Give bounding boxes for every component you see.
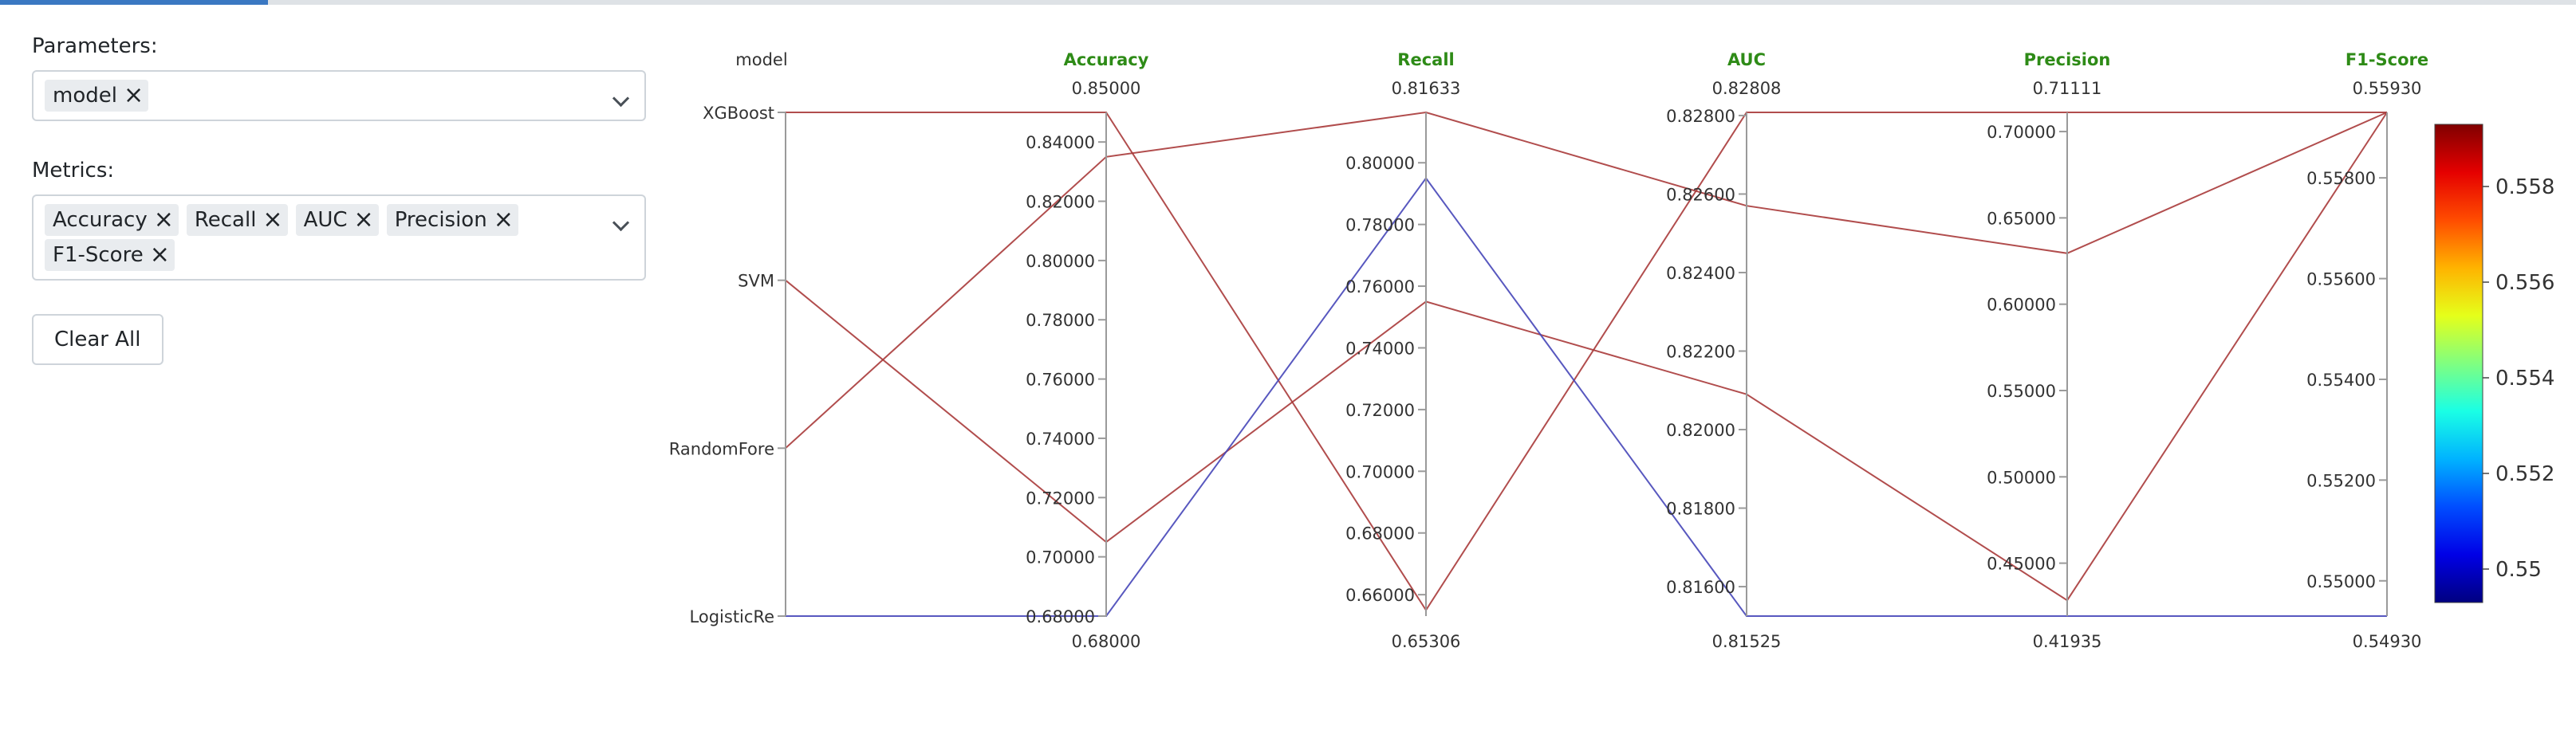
tick-label: 0.76000 [1345, 277, 1415, 296]
tick-label: LogisticRe [690, 607, 774, 626]
axis-title-Accuracy: Accuracy [1064, 50, 1149, 69]
controls-panel: Parameters: model × Metrics: Accuracy × … [32, 33, 646, 365]
chip-precision: Precision × [386, 204, 518, 236]
tick-label: 0.82600 [1666, 185, 1735, 204]
series-line-RandomFore [785, 111, 2388, 450]
chip-label: model [53, 84, 117, 108]
series-line-XGBoost [786, 112, 2387, 612]
tick-label: 0.74000 [1345, 339, 1415, 358]
tick-label: 0.80000 [1026, 252, 1095, 271]
axis-bottom-label: 0.65306 [1392, 632, 1461, 651]
tick-label: SVM [738, 272, 774, 291]
axis-bottom-label: 0.41935 [2033, 632, 2102, 651]
remove-chip-icon[interactable]: × [493, 206, 514, 234]
remove-chip-icon[interactable]: × [262, 206, 283, 234]
tick-label: 0.72000 [1026, 489, 1095, 508]
axis-top-label: 0.71111 [2033, 79, 2102, 98]
tick-label: 0.82200 [1666, 342, 1735, 361]
tick-label: RandomFore [669, 439, 774, 458]
tick-label: 0.55000 [1987, 382, 2056, 401]
tick-label: 0.68000 [1026, 607, 1095, 626]
axis-bottom-label: 0.54930 [2353, 632, 2422, 651]
chip-f1-score: F1-Score × [45, 239, 175, 271]
colorbar [2434, 124, 2483, 603]
tick-label: 0.70000 [1026, 548, 1095, 567]
tick-label: 0.55200 [2306, 471, 2376, 490]
tick-label: 0.55800 [2306, 169, 2376, 188]
remove-chip-icon[interactable]: × [153, 206, 174, 234]
tick-label: 0.60000 [1987, 296, 2056, 315]
chip-label: Recall [194, 208, 257, 232]
chip-recall: Recall × [186, 204, 288, 236]
axis-title-AUC: AUC [1727, 50, 1766, 69]
metrics-label: Metrics: [32, 159, 115, 183]
tick-label: 0.70000 [1987, 123, 2056, 142]
tick-label: 0.82400 [1666, 264, 1735, 283]
axis-title-model: model [735, 50, 787, 69]
series-line-SVM [785, 112, 2388, 602]
tick-label: 0.55400 [2306, 371, 2376, 390]
tick-label: 0.50000 [1987, 468, 2056, 487]
axis-title-Recall: Recall [1397, 50, 1454, 69]
tick-label: 0.78000 [1026, 311, 1095, 330]
axis-bottom-label: 0.68000 [1072, 632, 1141, 651]
colorbar-tick-label: 0.556 [2495, 271, 2554, 295]
colorbar-tick-label: 0.552 [2495, 462, 2554, 486]
tick-label: 0.76000 [1026, 371, 1095, 390]
chip-label: AUC [303, 208, 348, 232]
tick-label: 0.66000 [1345, 586, 1415, 605]
series-line-LogisticRe [786, 176, 2387, 617]
tick-label: 0.74000 [1026, 430, 1095, 449]
chip-label: Accuracy [53, 208, 148, 232]
colorbar-tick-label: 0.558 [2495, 175, 2554, 199]
axis-bottom-label: 0.81525 [1712, 632, 1782, 651]
tick-label: 0.78000 [1345, 216, 1415, 235]
top-rule [0, 0, 2576, 5]
parameters-label: Parameters: [32, 34, 158, 58]
tick-label: 0.70000 [1345, 462, 1415, 481]
tick-label: 0.82800 [1666, 107, 1735, 126]
remove-chip-icon[interactable]: × [353, 206, 374, 234]
tick-label: 0.84000 [1026, 133, 1095, 152]
clear-all-button[interactable]: Clear All [32, 314, 163, 365]
tick-label: 0.45000 [1987, 555, 2056, 574]
chip-label: Precision [394, 208, 487, 232]
tick-label: 0.82000 [1026, 193, 1095, 212]
tick-label: 0.55000 [2306, 572, 2376, 591]
active-tab-indicator[interactable] [0, 0, 268, 5]
metrics-select[interactable]: Accuracy × Recall × AUC × Precision × F1… [32, 194, 646, 281]
tick-label: 0.81800 [1666, 500, 1735, 519]
chip-auc: AUC × [295, 204, 379, 236]
chip-accuracy: Accuracy × [45, 204, 179, 236]
tick-label: 0.72000 [1345, 401, 1415, 420]
tick-label: 0.81600 [1666, 578, 1735, 597]
chip-model: model × [45, 80, 149, 112]
tick-label: 0.68000 [1345, 524, 1415, 544]
tick-label: 0.65000 [1987, 209, 2056, 228]
tick-label: 0.82000 [1666, 421, 1735, 440]
axis-title-F1-Score: F1-Score [2346, 50, 2428, 69]
chip-label: F1-Score [53, 243, 144, 267]
parameters-select[interactable]: model × [32, 70, 646, 121]
axis-top-label: 0.82808 [1712, 79, 1782, 98]
tick-label: XGBoost [703, 104, 774, 123]
axis-top-label: 0.81633 [1392, 79, 1461, 98]
axis-title-Precision: Precision [2024, 50, 2111, 69]
colorbar-tick-label: 0.554 [2495, 367, 2554, 391]
tick-label: 0.80000 [1345, 154, 1415, 173]
axis-top-label: 0.85000 [1072, 79, 1141, 98]
colorbar-tick-label: 0.55 [2495, 558, 2542, 582]
axis-top-label: 0.55930 [2353, 79, 2422, 98]
remove-chip-icon[interactable]: × [123, 81, 144, 109]
tick-label: 0.55600 [2306, 270, 2376, 289]
remove-chip-icon[interactable]: × [149, 241, 170, 269]
